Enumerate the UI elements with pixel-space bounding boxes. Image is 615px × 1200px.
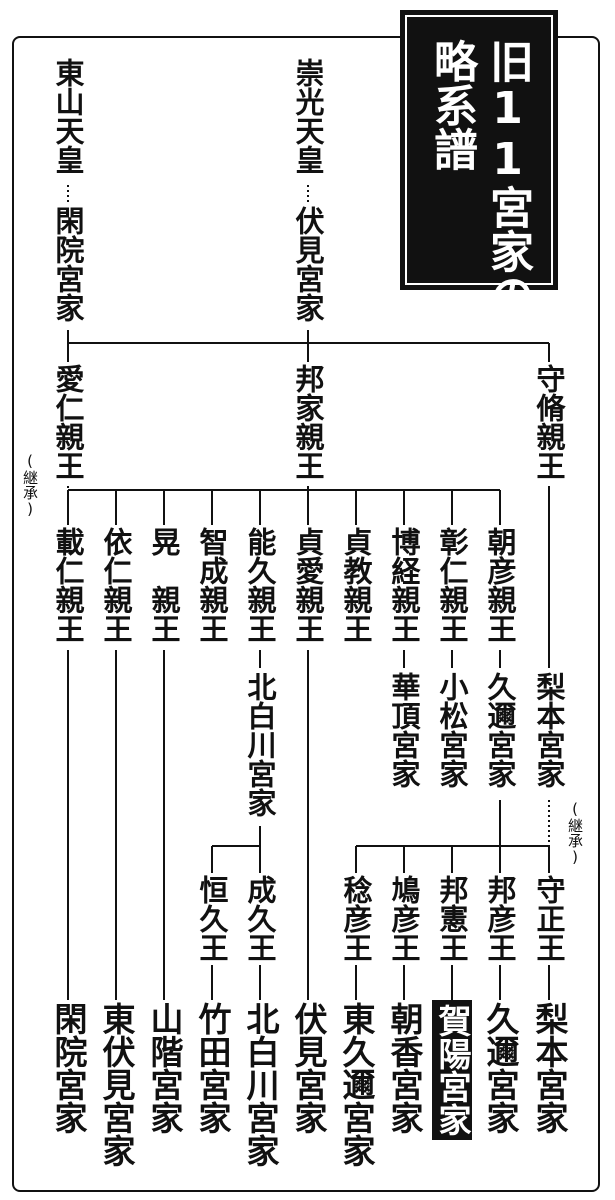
- title-line1: 旧11宮家の: [482, 39, 533, 317]
- node-tsunehisa: 恒久王: [195, 873, 229, 964]
- node-sadanaru: 貞愛親王: [291, 525, 325, 645]
- final-higashifushimi: 東伏見宮家: [97, 1000, 136, 1169]
- title-line2: 略系譜: [426, 39, 477, 171]
- node-komatsu-house: 小松宮家: [435, 670, 469, 790]
- node-akihito: 彰仁親王: [435, 525, 469, 645]
- node-nashimoto-house: 梨本宮家: [532, 670, 566, 790]
- node-moriosa: 守脩親王: [532, 362, 566, 482]
- node-naruhisa: 成久王: [243, 873, 277, 964]
- final-yamashina: 山階宮家: [145, 1000, 184, 1136]
- node-kunihiko: 邦彦王: [483, 873, 517, 964]
- succession-note-left: (継承): [21, 452, 39, 518]
- node-kuniie: 邦家親王: [291, 362, 325, 482]
- node-hiromune: 博経親王: [387, 525, 421, 645]
- node-yorihito: 依仁親王: [99, 525, 133, 645]
- node-fushimi-house-origin: 伏見宮家: [291, 204, 325, 324]
- final-kuni: 久邇宮家: [481, 1000, 520, 1136]
- node-aihito: 愛仁親王: [51, 362, 85, 482]
- final-fushimi: 伏見宮家: [289, 1000, 328, 1136]
- node-kitashirakawa-house: 北白川宮家: [243, 670, 277, 819]
- final-asaka: 朝香宮家: [385, 1000, 424, 1136]
- node-satonari: 智成親王: [195, 525, 229, 645]
- node-kacho-house: 華頂宮家: [387, 670, 421, 790]
- node-kuni-house: 久邇宮家: [483, 670, 517, 790]
- node-yasuhiko: 鳩彦王: [387, 873, 421, 964]
- node-kotohito: 載仁親王: [51, 525, 85, 645]
- final-kanin: 閑院宮家: [49, 1000, 88, 1136]
- node-yoshihisa: 能久親王: [243, 525, 277, 645]
- node-suko-emperor: 崇光天皇: [291, 56, 325, 176]
- final-higashikuni: 東久邇宮家: [337, 1000, 376, 1169]
- title-box: 旧11宮家の 略系譜: [400, 10, 558, 317]
- succession-note-right: (継承): [566, 800, 584, 866]
- title-border: 旧11宮家の 略系譜: [405, 15, 553, 317]
- node-morimasa: 守正王: [532, 873, 566, 964]
- node-akira: 晃 親王: [147, 525, 181, 645]
- final-takeda: 竹田宮家: [193, 1000, 232, 1136]
- node-asahiko: 朝彦親王: [483, 525, 517, 645]
- node-kuninori: 邦憲王: [435, 873, 469, 964]
- final-kitashirakawa: 北白川宮家: [241, 1000, 280, 1169]
- node-naruhiko: 稔彦王: [339, 873, 373, 964]
- node-higashiyama-emperor: 東山天皇: [51, 56, 85, 176]
- node-sadanori: 貞教親王: [339, 525, 373, 645]
- final-kaya-highlighted: 賀陽宮家: [432, 1000, 472, 1140]
- node-kanin-house-origin: 閑院宮家: [51, 204, 85, 324]
- final-nashimoto: 梨本宮家: [530, 1000, 569, 1136]
